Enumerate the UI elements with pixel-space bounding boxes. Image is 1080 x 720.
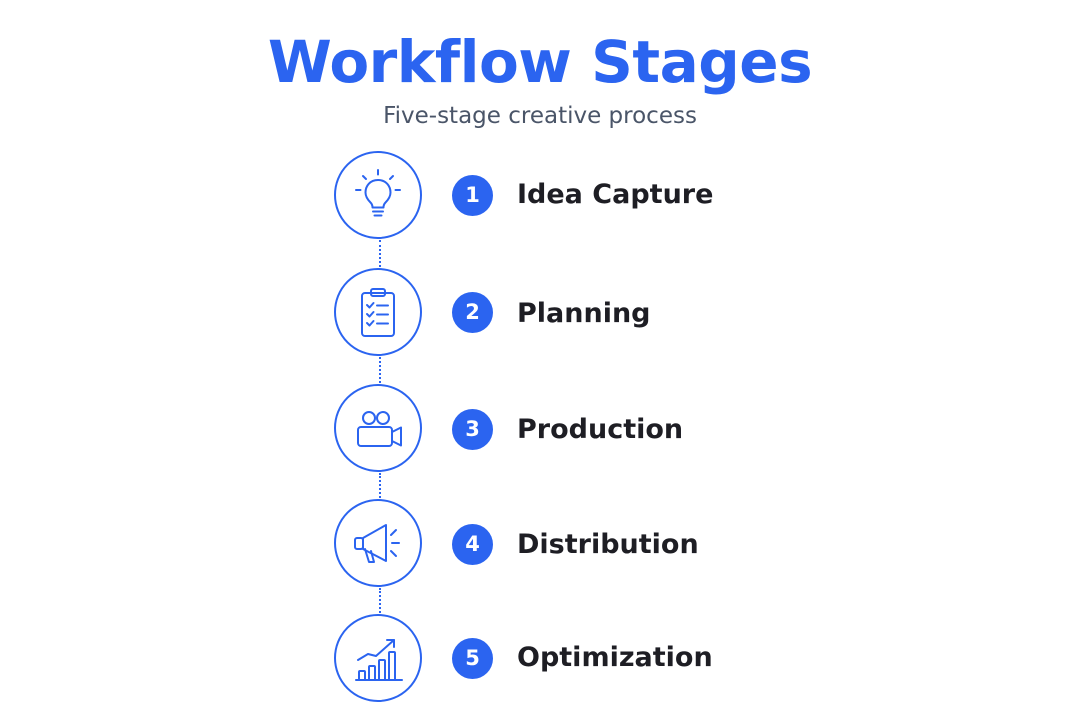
page-subtitle: Five-stage creative process (383, 103, 697, 129)
stage-label-planning: Planning (517, 298, 651, 329)
stage-label-production: Production (517, 414, 684, 445)
megaphone-icon (354, 524, 400, 563)
connector-line-1-2 (379, 240, 381, 267)
clipboard-checklist-icon (361, 288, 395, 337)
stage-number-badge-1: 1 (452, 175, 493, 216)
stage-number-badge-5: 5 (452, 638, 493, 679)
stage-icon-circle-2 (334, 268, 422, 356)
stage-label-optimization: Optimization (517, 642, 713, 673)
stage-icon-circle-5 (334, 614, 422, 702)
stage-number-badge-4: 4 (452, 524, 493, 565)
growth-chart-icon (355, 639, 403, 681)
stage-icon-circle-1 (334, 151, 422, 239)
stage-label-idea-capture: Idea Capture (517, 179, 714, 210)
stage-number-badge-3: 3 (452, 409, 493, 450)
stage-icon-circle-4 (334, 499, 422, 587)
video-camera-icon (357, 411, 402, 447)
stage-number-badge-2: 2 (452, 292, 493, 333)
stage-label-distribution: Distribution (517, 529, 699, 560)
stage-icon-circle-3 (334, 384, 422, 472)
lightbulb-icon (355, 169, 401, 217)
page-title: Workflow Stages (267, 28, 813, 96)
connector-line-2-3 (379, 357, 381, 383)
connector-line-4-5 (379, 588, 381, 613)
connector-line-3-4 (379, 473, 381, 498)
